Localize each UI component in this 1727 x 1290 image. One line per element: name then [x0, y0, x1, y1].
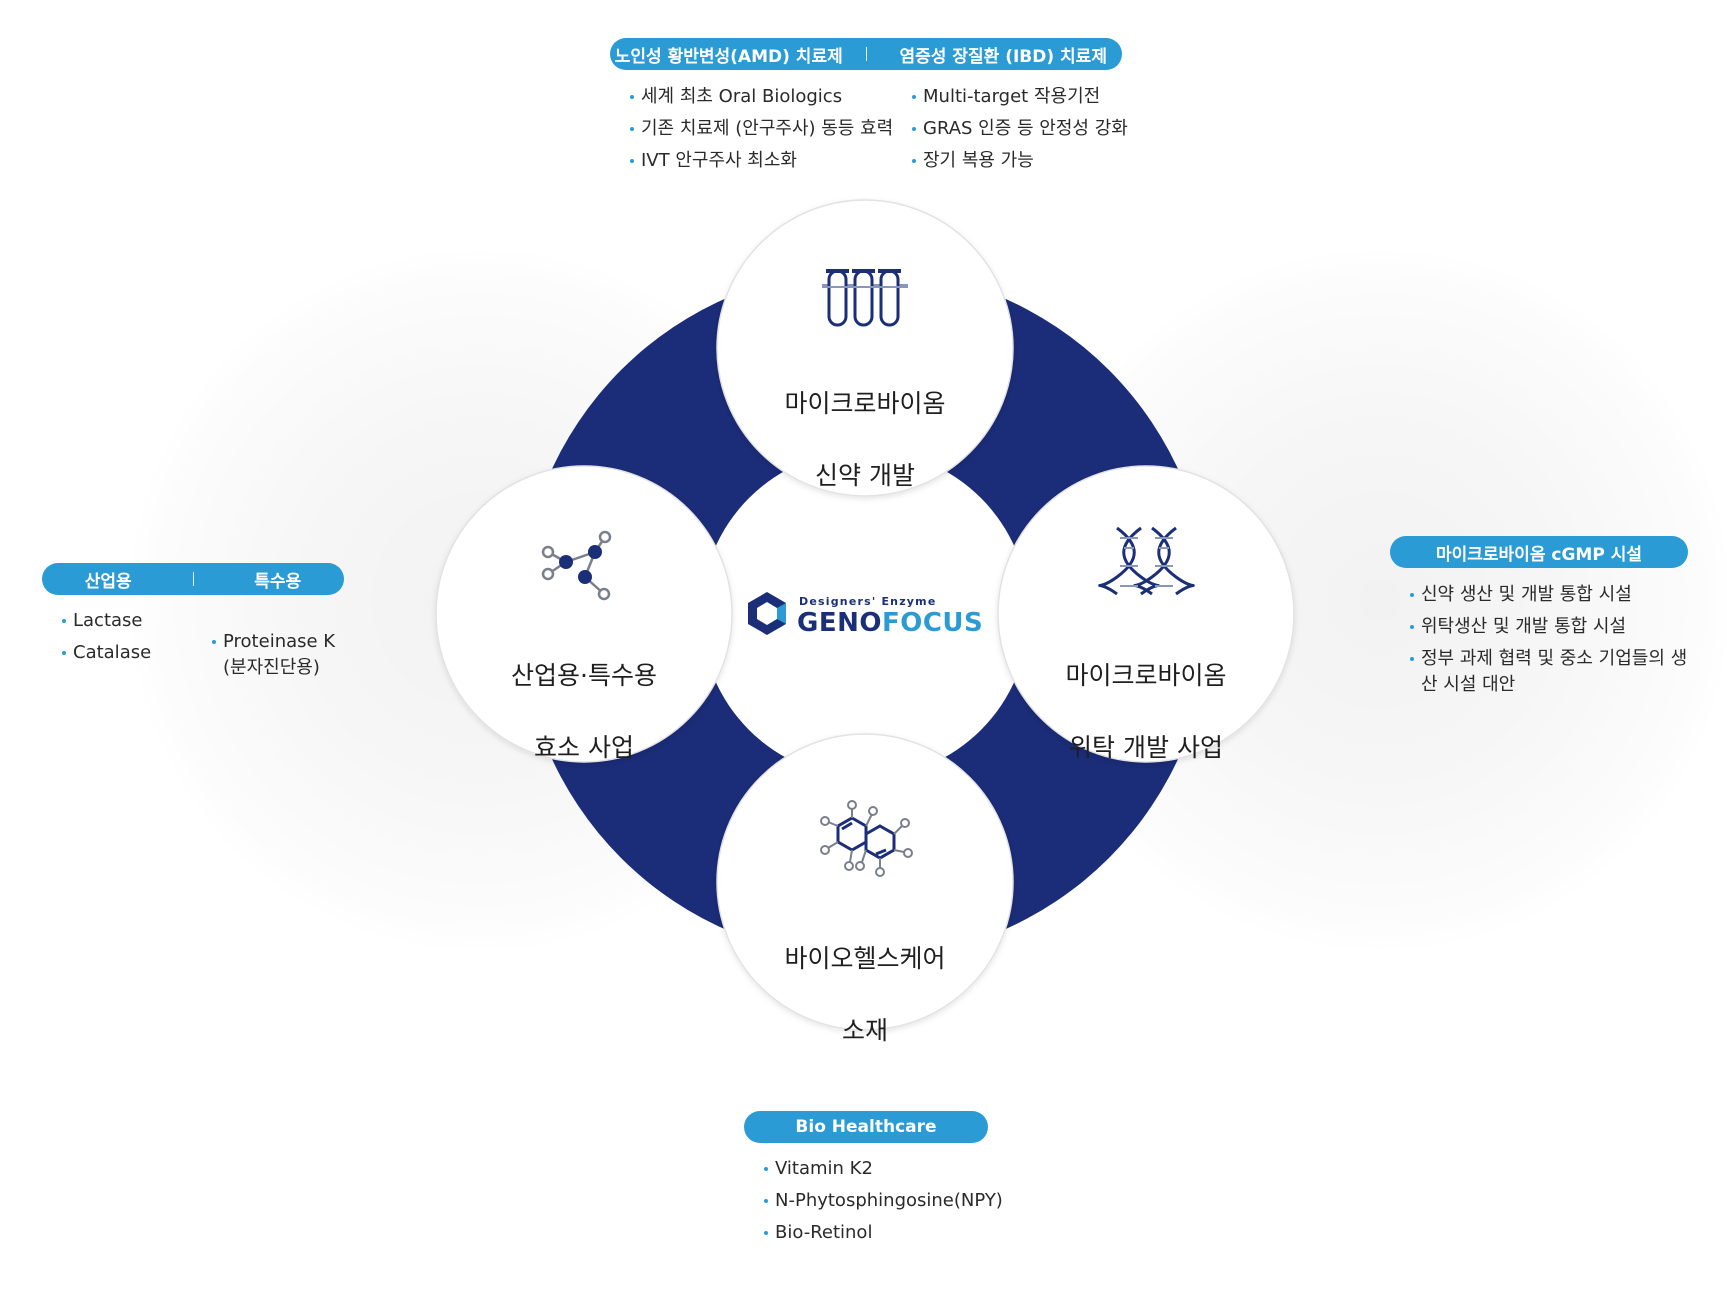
pill-separator: [192, 572, 194, 586]
top-pill-left: 노인성 황반변성(AMD) 치료제: [614, 46, 843, 67]
list-item: GRAS 인증 등 안정성 강화: [912, 116, 1128, 142]
top-pill-right: 염증성 장질환 (IBD) 치료제: [899, 46, 1107, 67]
list-item: Catalase: [62, 640, 151, 666]
list-item: 위탁생산 및 개발 통합 시설: [1410, 614, 1692, 640]
bottom-panel-pill: Bio Healthcare: [744, 1111, 988, 1143]
dna-icon: [1098, 526, 1195, 596]
logo-name-part1: GENO: [797, 608, 882, 638]
circle-right-label: 마이크로바이옴 위탁 개발 사업: [1016, 622, 1276, 802]
list-item: 기존 치료제 (안구주사) 동등 효력: [630, 116, 893, 142]
left-pill-right: 특수용: [254, 571, 302, 592]
list-item: 신약 생산 및 개발 통합 시설: [1410, 582, 1692, 608]
left-pill-left: 산업용: [84, 571, 132, 592]
list-item: Lactase: [62, 608, 151, 634]
list-item: Bio-Retinol: [764, 1220, 1003, 1246]
circle-top-label: 마이크로바이옴 신약 개발: [735, 350, 995, 530]
left-panel-col2: Proteinase K (분자진단용): [212, 608, 352, 708]
circle-left-line2: 효소 사업: [534, 733, 634, 762]
list-item: Multi-target 작용기전: [912, 84, 1128, 110]
list-item: 장기 복용 가능: [912, 148, 1128, 174]
genofocus-logo: Designers' Enzyme GENOFOCUS: [747, 585, 987, 645]
left-panel-col1: Lactase Catalase: [62, 608, 151, 672]
list-item: 정부 과제 협력 및 중소 기업들의 생산 시설 대안: [1410, 646, 1692, 698]
center-disc: [701, 450, 1029, 778]
pill-separator: [865, 47, 867, 61]
right-pill-label: 마이크로바이옴 cGMP 시설: [1435, 544, 1642, 565]
circle-right-line2: 위탁 개발 사업: [1069, 733, 1223, 762]
list-item: Proteinase K (분자진단용): [212, 629, 352, 681]
list-item: IVT 안구주사 최소화: [630, 148, 893, 174]
circle-left-line1: 산업용·특수용: [511, 661, 657, 690]
circle-bottom-label: 바이오헬스케어 소재: [735, 905, 995, 1085]
top-panel-col2: Multi-target 작용기전 GRAS 인증 등 안정성 강화 장기 복용…: [912, 84, 1128, 180]
bottom-pill-label: Bio Healthcare: [795, 1117, 937, 1137]
top-panel-pill: 노인성 황반변성(AMD) 치료제 염증성 장질환 (IBD) 치료제: [610, 38, 1122, 70]
chemical-ring-icon: [820, 800, 913, 877]
test-tubes-icon: [822, 269, 908, 327]
circle-bottom-line1: 바이오헬스케어: [784, 944, 946, 973]
circle-right-line1: 마이크로바이옴: [1065, 661, 1227, 690]
circle-top-line2: 신약 개발: [815, 461, 915, 490]
circle-left: [435, 465, 733, 763]
logo-name-part2: FOCUS: [881, 608, 984, 638]
list-item: N-Phytosphingosine(NPY): [764, 1188, 1003, 1214]
circle-top-line1: 마이크로바이옴: [784, 389, 946, 418]
circle-left-label: 산업용·특수용 효소 사업: [454, 622, 714, 802]
circle-right: [997, 465, 1295, 763]
list-item: 세계 최초 Oral Biologics: [630, 84, 893, 110]
logo-name: GENOFOCUS: [797, 608, 983, 638]
right-panel-pill: 마이크로바이옴 cGMP 시설: [1390, 536, 1688, 568]
logo-tagline: Designers' Enzyme: [799, 595, 937, 608]
list-item: Vitamin K2: [764, 1156, 1003, 1182]
hexagon-logo-icon: [748, 592, 786, 635]
circle-bottom-line2: 소재: [841, 1016, 888, 1045]
left-panel-pill: 산업용 특수용: [42, 563, 344, 595]
circle-top: [716, 199, 1014, 497]
molecule-icon: [541, 530, 612, 601]
circle-bottom: [716, 733, 1014, 1031]
bottom-panel-list: Vitamin K2 N-Phytosphingosine(NPY) Bio-R…: [764, 1156, 1003, 1252]
right-panel-list: 신약 생산 및 개발 통합 시설 위탁생산 및 개발 통합 시설 정부 과제 협…: [1410, 582, 1692, 704]
top-panel-col1: 세계 최초 Oral Biologics 기존 치료제 (안구주사) 동등 효력…: [630, 84, 893, 180]
